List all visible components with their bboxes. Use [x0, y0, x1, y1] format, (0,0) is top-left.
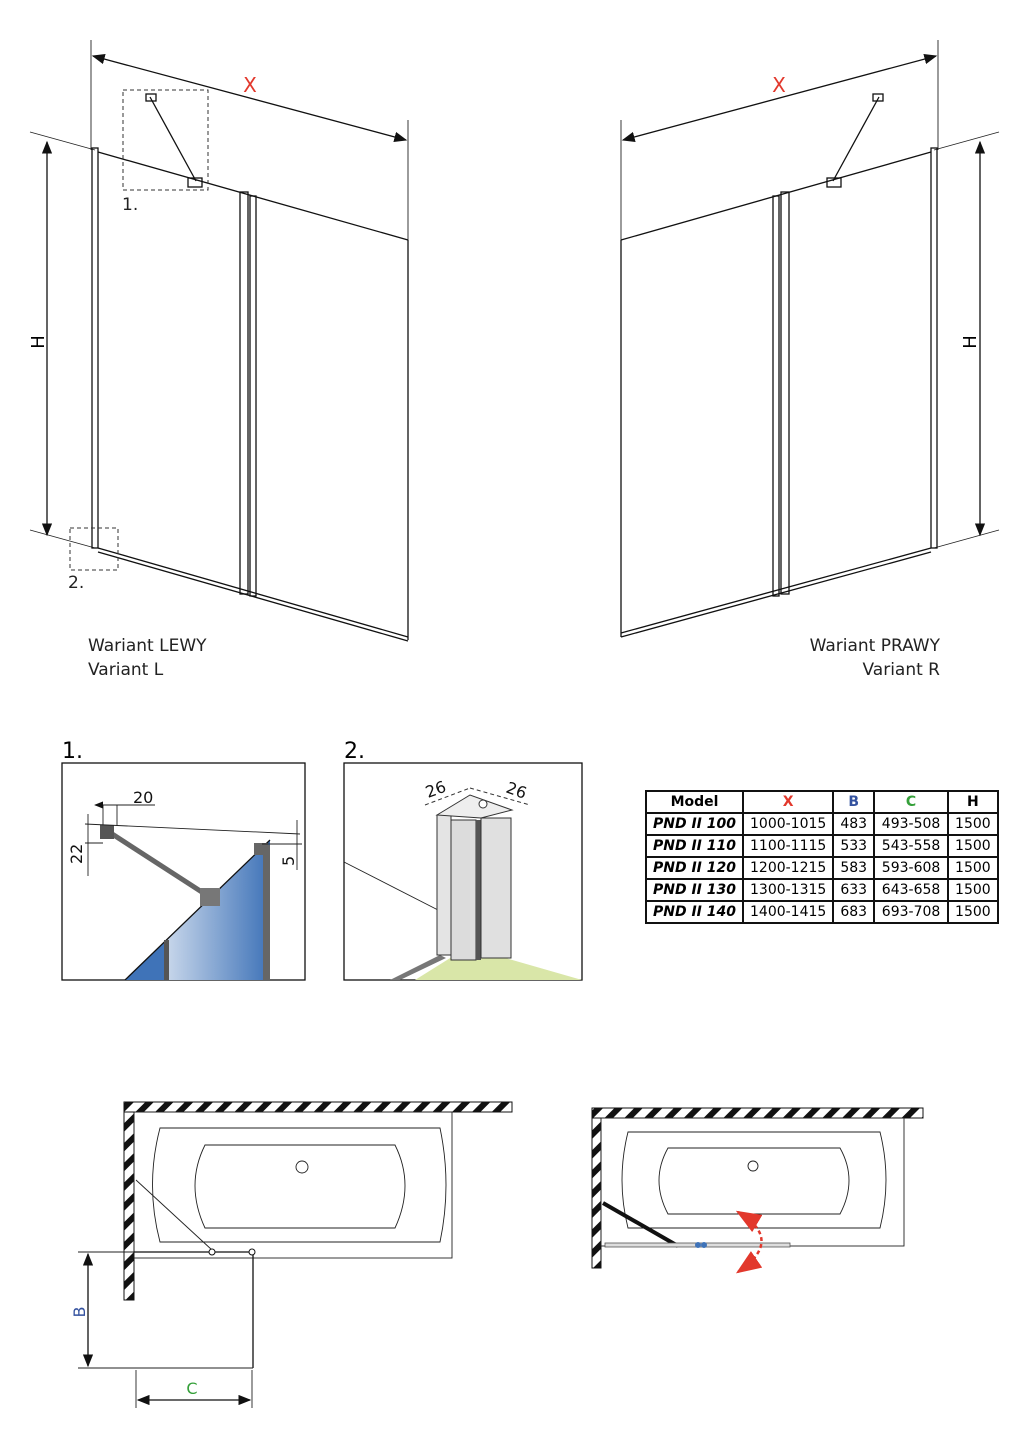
- variant-right-label: Wariant PRAWY: [810, 636, 941, 656]
- dim-22: 22: [67, 844, 86, 864]
- variant-left-elevation: X H 1. 2. Wariant LEWY Variant L: [28, 40, 409, 680]
- plan-view-right: [591, 1107, 924, 1274]
- x-dimension-label: X: [772, 73, 786, 97]
- detail-1-bracket: 1. 20 22 5: [61, 739, 306, 981]
- header-model: Model: [645, 790, 744, 814]
- cell-h: 1500: [947, 878, 999, 902]
- cell-h: 1500: [947, 900, 999, 924]
- detail-2-wall-profile: 2. 26 26: [343, 739, 583, 981]
- cell-b: 533: [832, 834, 876, 858]
- detail-1-marker: [122, 89, 209, 191]
- b-dimension-label: B: [70, 1307, 89, 1318]
- cell-x: 1000-1015: [741, 812, 835, 836]
- callout-1: 1.: [122, 195, 138, 215]
- cell-model: PND II 130: [645, 878, 744, 902]
- cell-x: 1400-1415: [741, 900, 835, 924]
- cell-b: 483: [832, 812, 876, 836]
- cell-x: 1300-1315: [741, 878, 835, 902]
- variant-right-label-en: Variant R: [862, 660, 940, 680]
- dim-20: 20: [133, 788, 153, 807]
- cell-model: PND II 120: [645, 856, 744, 880]
- x-dimension-label: X: [243, 73, 257, 97]
- h-dimension-label: H: [960, 335, 981, 349]
- detail-1-title: 1.: [62, 739, 83, 764]
- cell-x: 1200-1215: [741, 856, 835, 880]
- header-x: X: [741, 790, 835, 814]
- cell-model: PND II 100: [645, 812, 744, 836]
- cell-b: 683: [832, 900, 876, 924]
- table-header-row: Model X B C H: [645, 790, 999, 814]
- cell-b: 633: [832, 878, 876, 902]
- cell-h: 1500: [947, 856, 999, 880]
- cell-model: PND II 110: [645, 834, 744, 858]
- cell-b: 583: [832, 856, 876, 880]
- cell-x: 1100-1115: [741, 834, 835, 858]
- support-arm: [832, 96, 880, 182]
- cell-c: 643-658: [873, 878, 950, 902]
- detail-2-title: 2.: [344, 739, 365, 764]
- cell-h: 1500: [947, 834, 999, 858]
- cell-model: PND II 140: [645, 900, 744, 924]
- dim-5: 5: [279, 856, 298, 866]
- detail-2-marker: [69, 527, 119, 571]
- dim-26-b: 26: [504, 778, 530, 803]
- cell-c: 543-558: [873, 834, 950, 858]
- x-dimension-line: [91, 54, 408, 142]
- variant-left-label-en: Variant L: [88, 660, 164, 680]
- support-arm: [149, 96, 197, 182]
- cell-c: 493-508: [873, 812, 950, 836]
- cell-c: 593-608: [873, 856, 950, 880]
- callout-2: 2.: [68, 573, 84, 593]
- x-dimension-line: [621, 54, 938, 142]
- cell-h: 1500: [947, 812, 999, 836]
- header-c: C: [873, 790, 950, 814]
- c-dimension-label: C: [186, 1379, 197, 1398]
- dim-26-a: 26: [423, 777, 449, 802]
- cell-c: 693-708: [873, 900, 950, 924]
- variant-right-elevation: X H Wariant PRAWY Variant R: [620, 40, 1000, 680]
- swinging-panel: [602, 1201, 679, 1248]
- hinge-post: [239, 191, 249, 595]
- h-dimension-label: H: [28, 335, 49, 349]
- header-b: B: [832, 790, 876, 814]
- swing-direction-arrow: [735, 1210, 763, 1274]
- header-h: H: [947, 790, 999, 814]
- plan-view-left: B C: [70, 1101, 513, 1408]
- variant-left-label: Wariant LEWY: [88, 636, 207, 656]
- bathtub: [133, 1111, 453, 1259]
